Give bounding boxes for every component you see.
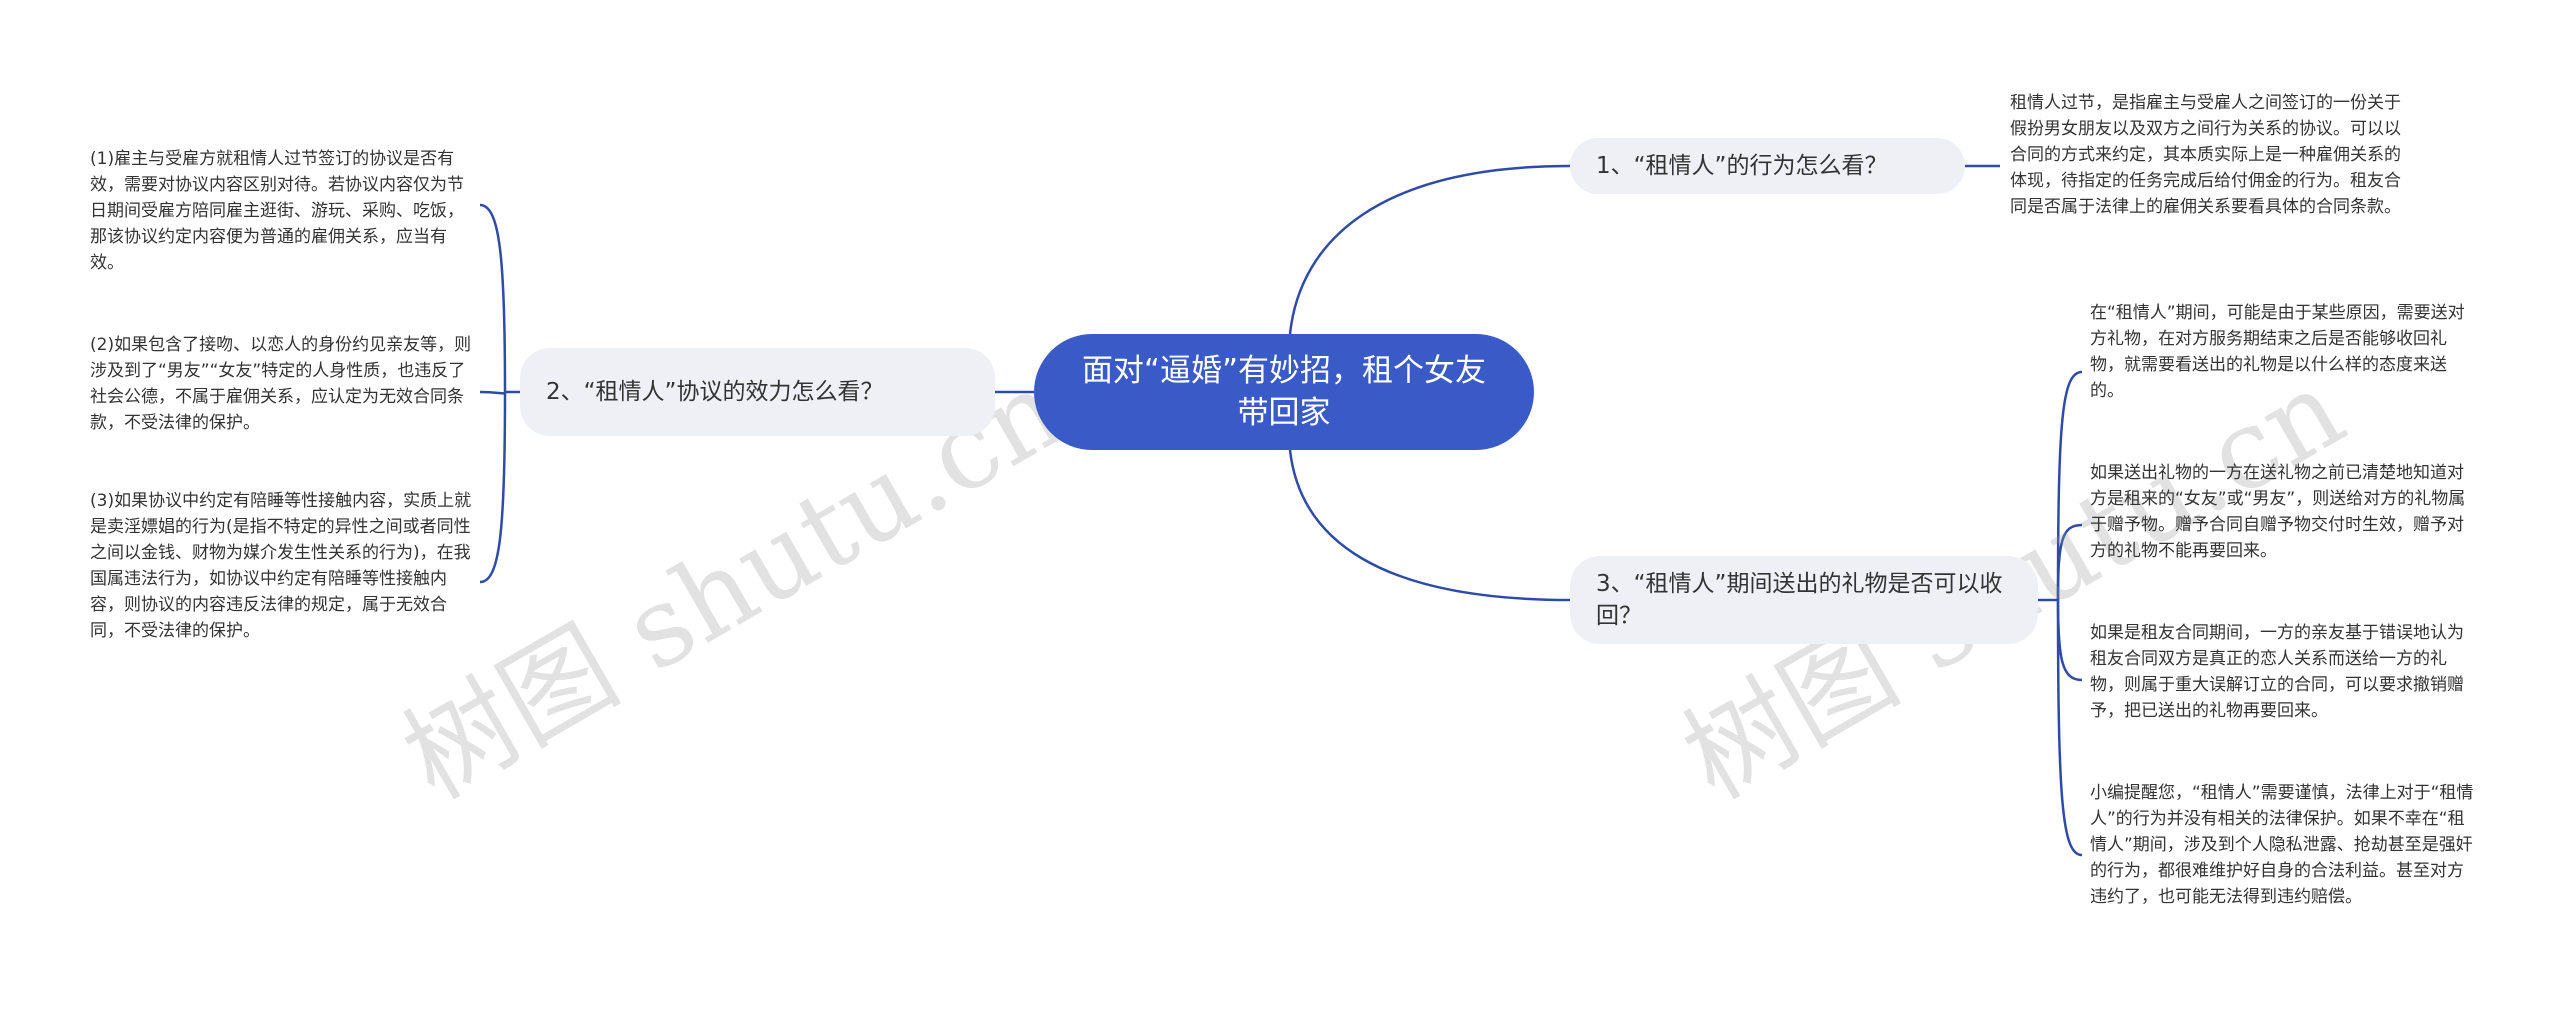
connector-branch3-leaf3: [2056, 599, 2083, 682]
connector-branch2-leaf3: [479, 391, 507, 584]
connector-center-branch3: [1288, 449, 1571, 602]
branch-1-label: 1、“租情人”的行为怎么看？: [1596, 153, 1888, 179]
branch-3[interactable]: 3、“租情人”期间送出的礼物是否可以收回？: [1570, 556, 2038, 644]
branch-3-detail-2: 如果送出礼物的一方在送礼物之前已清楚地知道对方是租来的“女友”或“男友”，则送给…: [2090, 463, 2466, 561]
branch-2-detail-2: (2)如果包含了接吻、以恋人的身份约见亲友等，则涉及到了“男友”“女友”特定的人…: [90, 335, 472, 433]
branch-3-label: 3、“租情人”期间送出的礼物是否可以收回？: [1596, 571, 2003, 629]
connector-branch3-leaf4: [2056, 599, 2083, 857]
branch-1-detail-1: 租情人过节，是指雇主与受雇人之间签订的一份关于假扮男女朋友以及双方之间行为关系的…: [2010, 93, 2401, 217]
branch-3-detail-1: 在“租情人”期间，可能是由于某些原因，需要送对方礼物，在对方服务期结束之后是否能…: [2090, 303, 2465, 401]
connector-branch3-leaf1: [2056, 370, 2083, 601]
connector-branch2-leaf1: [479, 203, 507, 393]
central-topic-label: 面对“逼婚”有妙招，租个女友带回家: [1081, 353, 1487, 431]
branch-1[interactable]: 1、“租情人”的行为怎么看？: [1570, 138, 1965, 194]
branch-2-detail-1: (1)雇主与受雇方就租情人过节签订的协议是否有效，需要对协议内容区别对待。若协议…: [90, 149, 464, 273]
connector-center-branch1: [1288, 164, 1571, 335]
branch-2-label: 2、“租情人”协议的效力怎么看？: [546, 379, 884, 405]
connector-branch2-leaf2: [479, 390, 507, 395]
central-topic[interactable]: 面对“逼婚”有妙招，租个女友带回家: [1034, 334, 1534, 450]
branch-3-detail-4: 小编提醒您，“租情人”需要谨慎，法律上对于“租情人”的行为并没有相关的法律保护。…: [2090, 783, 2474, 907]
connector-branch3-leaf2: [2056, 523, 2083, 601]
branch-2[interactable]: 2、“租情人”协议的效力怎么看？: [520, 348, 995, 436]
branch-3-detail-3: 如果是租友合同期间，一方的亲友基于错误地认为租友合同双方是真正的恋人关系而送给一…: [2090, 623, 2464, 721]
branch-2-detail-3: (3)如果协议中约定有陪睡等性接触内容，实质上就是卖淫嫖娼的行为(是指不特定的异…: [90, 491, 472, 641]
